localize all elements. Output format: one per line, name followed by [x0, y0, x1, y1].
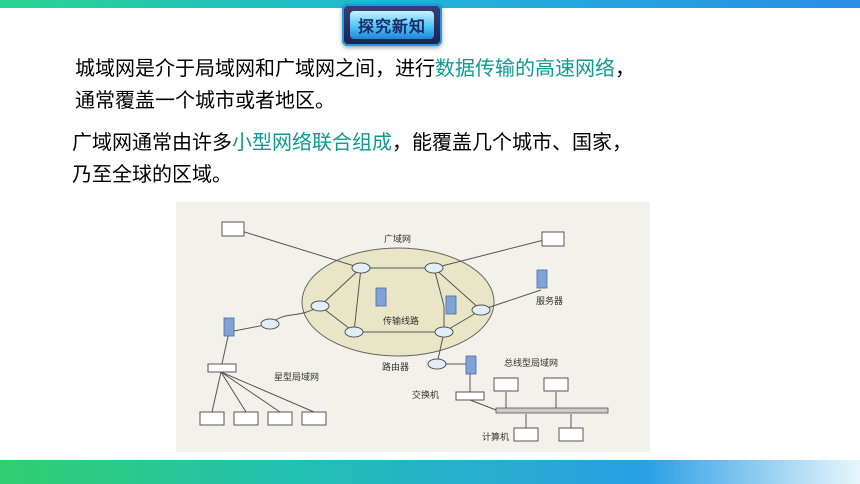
label-transmission-line: 传输线路 [383, 315, 419, 327]
badge-inner: 探究新知 [350, 11, 434, 39]
terminal-nodes [199, 221, 584, 442]
highlight-text: 小型网络联合组成 [232, 130, 392, 154]
paragraph-line: 乃至全球的区域。 [72, 158, 632, 190]
bottom-accent-bar [0, 460, 860, 484]
text: 通常覆盖一个城市或者地区。 [75, 88, 335, 112]
section-title: 探究新知 [357, 17, 426, 36]
text: ， [615, 56, 635, 80]
label-bus-lan: 总线型局域网 [504, 357, 558, 369]
paragraph-metropolitan-network: 城域网是介于局域网和广域网之间，进行数据传输的高速网络， 通常覆盖一个城市或者地… [75, 52, 635, 116]
label-server: 服务器 [536, 295, 563, 307]
paragraph-wide-area-network: 广域网通常由许多小型网络联合组成，能覆盖几个城市、国家， 乃至全球的区域。 [72, 126, 632, 190]
label-switch: 交换机 [412, 389, 439, 401]
text: 乃至全球的区域。 [72, 162, 232, 186]
text: ，能覆盖几个城市、国家， [392, 130, 632, 154]
network-diagram: 广域网 服务器 传输线路 路由器 星型局域网 总线型局域网 交换机 计算机 [176, 202, 650, 452]
highlight-text: 数据传输的高速网络 [435, 56, 615, 80]
paragraph-line: 城域网是介于局域网和广域网之间，进行数据传输的高速网络， [75, 52, 635, 84]
wan-ellipse [301, 247, 495, 357]
text: 城域网是介于局域网和广域网之间，进行 [75, 56, 435, 80]
bus-line [495, 407, 609, 414]
label-router: 路由器 [382, 361, 409, 373]
section-title-badge: 探究新知 [342, 4, 442, 46]
label-star-lan: 星型局域网 [274, 371, 319, 383]
server-nodes [223, 269, 548, 375]
paragraph-line: 通常覆盖一个城市或者地区。 [75, 84, 635, 116]
router-nodes [260, 262, 491, 370]
label-computer: 计算机 [482, 431, 509, 443]
label-wan: 广域网 [384, 233, 411, 245]
text: 广域网通常由许多 [72, 130, 232, 154]
paragraph-line: 广域网通常由许多小型网络联合组成，能覆盖几个城市、国家， [72, 126, 632, 158]
network-diagram-svg: 广域网 服务器 传输线路 路由器 星型局域网 总线型局域网 交换机 计算机 [199, 221, 609, 443]
